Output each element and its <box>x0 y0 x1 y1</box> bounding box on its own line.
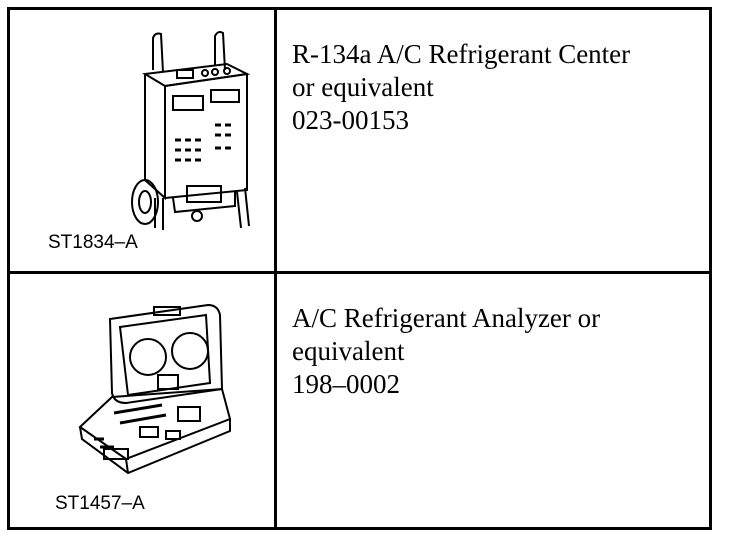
tool-description: R-134a A/C Refrigerant Center or equival… <box>277 10 709 137</box>
refrigerant-center-cart-icon <box>131 31 251 230</box>
tool-part-number: 023-00153 <box>292 105 409 135</box>
tool-description: A/C Refrigerant Analyzer or equivalent 1… <box>277 274 709 401</box>
tool-description-cell: A/C Refrigerant Analyzer or equivalent 1… <box>277 274 709 527</box>
tool-image-cell: ST1457–A <box>10 274 277 527</box>
tool-image-cell: ST1834–A <box>10 10 277 271</box>
tool-description-cell: R-134a A/C Refrigerant Center or equival… <box>277 10 709 271</box>
refrigerant-analyzer-case-icon <box>78 303 232 474</box>
tool-row: ST1834–A R-134a A/C Refrigerant Center o… <box>10 10 709 274</box>
figure-code: ST1457–A <box>55 493 145 514</box>
tool-row: ST1457–A A/C Refrigerant Analyzer or equ… <box>10 274 709 527</box>
figure-code: ST1834–A <box>48 232 138 253</box>
tool-equivalent-line: equivalent <box>292 336 405 366</box>
tool-table: ST1834–A R-134a A/C Refrigerant Center o… <box>7 7 712 530</box>
tool-part-number: 198–0002 <box>292 369 400 399</box>
tool-name-line: A/C Refrigerant Analyzer or <box>292 303 601 333</box>
tool-equivalent-line: or equivalent <box>292 72 434 102</box>
tool-name-line: R-134a A/C Refrigerant Center <box>292 39 631 69</box>
